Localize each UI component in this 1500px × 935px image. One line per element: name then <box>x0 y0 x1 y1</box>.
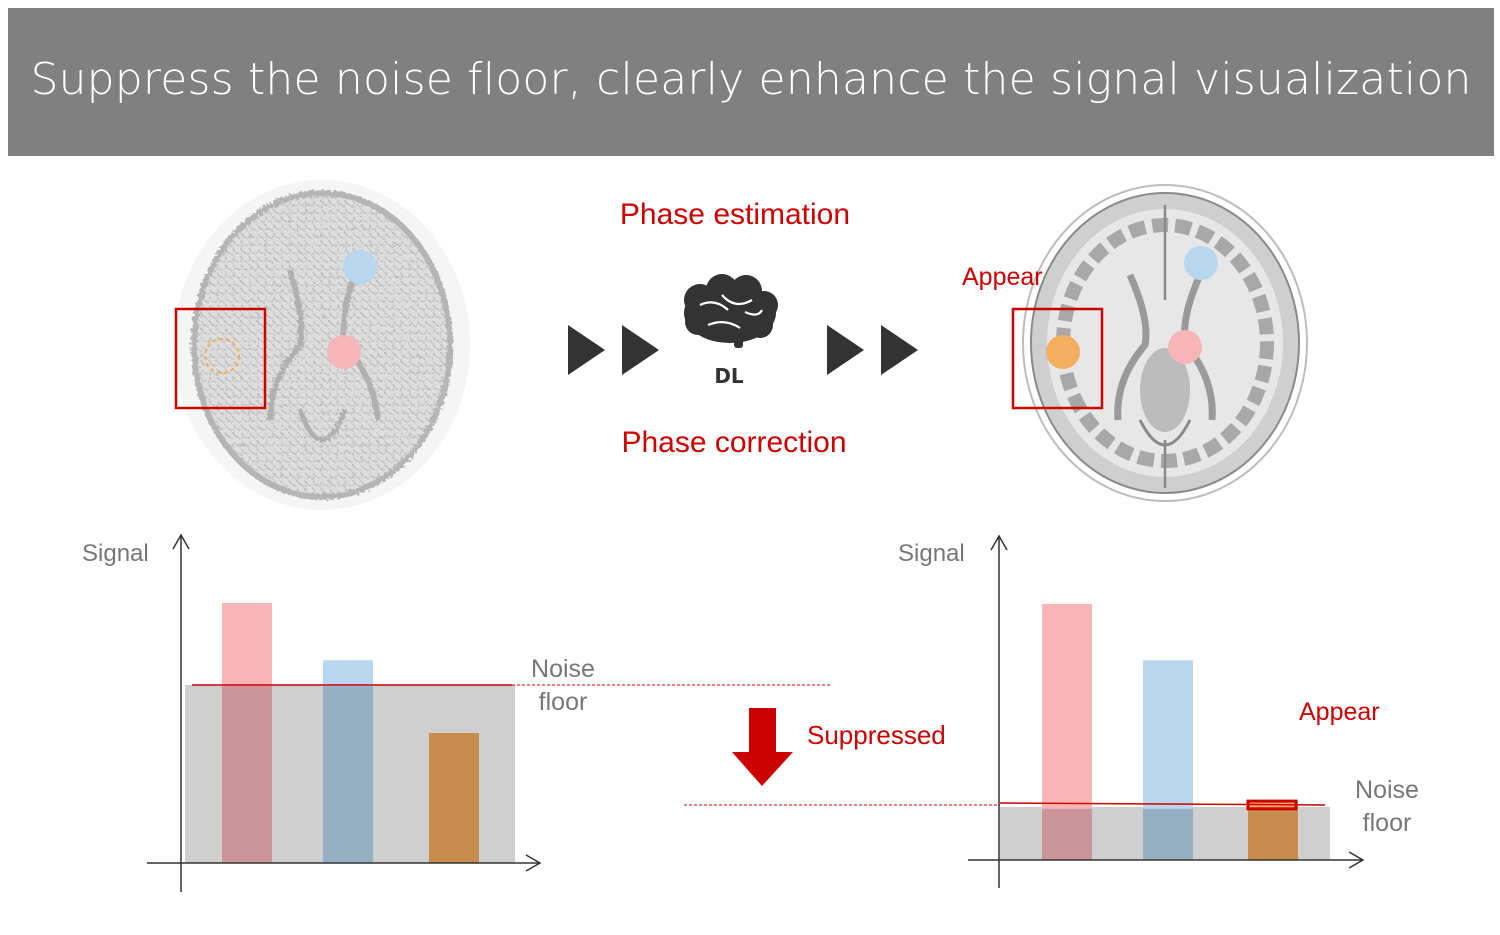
title-banner: Suppress the noise floor, clearly enhanc… <box>8 8 1494 156</box>
phase-correction-label: Phase correction <box>621 426 846 459</box>
y-axis-arrow <box>990 534 1008 551</box>
suppressed-arrow <box>732 708 793 786</box>
phase-estimation-label: Phase estimation <box>620 198 850 231</box>
hidden-orange-region <box>204 338 240 374</box>
x-axis-arrow <box>525 854 542 872</box>
right-highlight-box <box>1011 307 1104 410</box>
right-signal-chart: Signal Noise floor Appear <box>898 534 1419 888</box>
bar-pink-noise-overlap <box>1042 808 1092 860</box>
dl-label: DL <box>714 364 744 388</box>
noisy-brain-image <box>174 180 470 510</box>
noise-floor-label-line1: Noise <box>1355 776 1419 804</box>
pink-region-dot <box>1168 330 1202 364</box>
bar-orange <box>1248 801 1298 860</box>
brain-icon <box>684 274 778 348</box>
y-axis-arrow <box>172 533 190 550</box>
bar-orange-noise-overlap <box>429 733 479 863</box>
bar-pink <box>1042 604 1092 860</box>
bar-pink-noise-overlap <box>222 686 272 863</box>
noise-floor-line <box>999 802 1326 806</box>
noise-floor-label-line2: floor <box>539 688 588 716</box>
x-axis-arrow <box>1348 851 1365 869</box>
left-highlight-box <box>174 307 267 410</box>
right-play-arrows <box>827 325 918 375</box>
bar-blue-noise-overlap <box>1143 808 1193 860</box>
appear-label-chart: Appear <box>1299 698 1380 726</box>
appear-label-image: Appear <box>962 263 1043 291</box>
pink-region-dot <box>327 335 361 369</box>
bar-orange <box>429 733 479 863</box>
y-axis-label: Signal <box>898 540 965 567</box>
bar-blue <box>323 660 373 863</box>
left-signal-chart: Signal Noise floor <box>82 533 830 892</box>
bar-orange-noise-overlap <box>1248 808 1298 860</box>
bar-blue <box>1143 660 1193 860</box>
blue-region-dot <box>343 250 377 284</box>
y-axis-label: Signal <box>82 540 149 567</box>
left-play-arrows <box>568 325 659 375</box>
orange-region-dot <box>1046 335 1080 369</box>
noise-floor-label-line2: floor <box>1363 809 1412 837</box>
bar-pink <box>222 603 272 863</box>
bar-blue-noise-overlap <box>323 686 373 863</box>
noise-floor-label-line1: Noise <box>531 655 595 683</box>
blue-region-dot <box>1184 246 1218 280</box>
page-title: Suppress the noise floor, clearly enhanc… <box>30 54 1472 105</box>
suppressed-label: Suppressed <box>807 720 946 750</box>
